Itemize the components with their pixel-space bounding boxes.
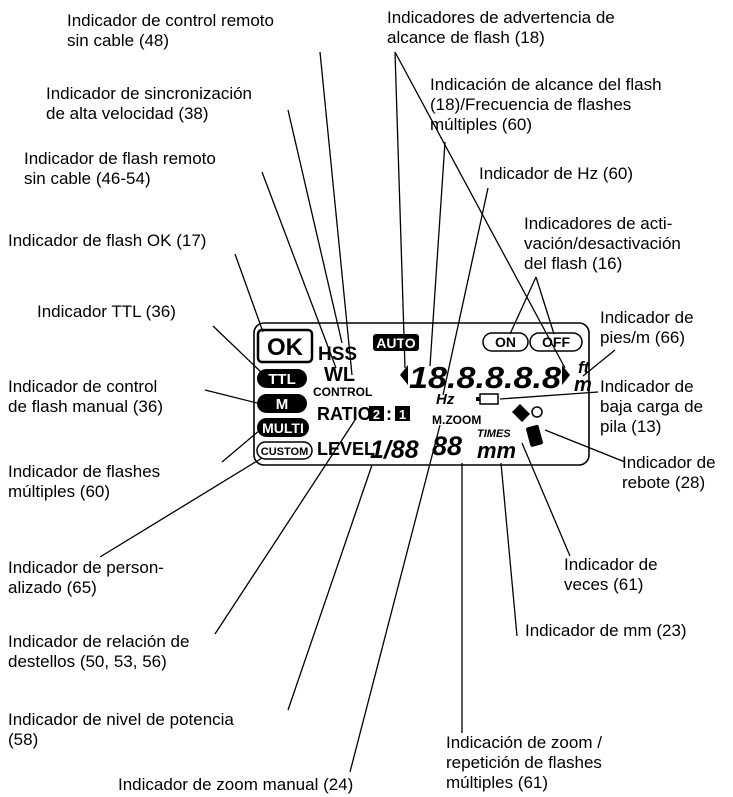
leader-wireless-remote-flash: [261, 171, 337, 369]
label-range-warning: Indicadores de advertencia de alcance de…: [387, 8, 615, 47]
leader-lines: [99, 51, 626, 773]
leader-feet-m: [582, 349, 616, 377]
leader-power-level: [287, 464, 373, 711]
ratio-b-box: [395, 406, 410, 421]
label-zoom-repeat: Indicación de zoom / repetición de flash…: [446, 733, 602, 792]
label-manual-zoom: Indicador de zoom manual (24): [118, 775, 354, 794]
on-pill: [482, 332, 529, 352]
ratio-separator: :: [386, 404, 392, 424]
bounce-circle-icon: [531, 406, 543, 418]
level-value: 1/88: [370, 436, 419, 464]
label-ttl: Indicador TTL (36): [37, 302, 176, 321]
ratio-a-box: [369, 406, 384, 421]
leader-flash-off: [535, 276, 555, 335]
battery-terminal-icon: [476, 397, 480, 401]
label-flash-ok: Indicador de flash OK (17): [8, 231, 207, 250]
leader-wireless-remote-control: [319, 51, 353, 376]
bounce-lower-icon: [526, 424, 543, 447]
leader-ttl: [212, 325, 263, 374]
leader-times: [521, 442, 571, 557]
label-flash-on-off: Indicadores de acti- vación/desactivació…: [524, 214, 681, 273]
off-text: OFF: [542, 334, 570, 350]
ratio-b-text: 1: [399, 407, 406, 422]
leader-flash-on: [509, 276, 537, 335]
custom-text: CUSTOM: [261, 446, 308, 458]
auto-box: [373, 334, 419, 351]
leader-ratio: [214, 419, 356, 635]
range-digits: 18.8.8.8.8: [409, 360, 562, 395]
control-text: CONTROL: [313, 385, 372, 399]
multi-text: MULTI: [262, 420, 304, 436]
leader-hz: [442, 187, 489, 396]
label-ratio: Indicador de relación de destellos (50, …: [8, 632, 190, 671]
label-low-battery: Indicador de baja carga de pila (13): [600, 377, 704, 436]
range-warning-right-arrow: [562, 365, 570, 385]
custom-pill: [256, 441, 313, 460]
leader-flash-range: [429, 141, 446, 367]
leader-multi-flash: [221, 429, 261, 463]
lcd-frame: [253, 322, 590, 466]
label-manual-control: Indicador de control de flash manual (36…: [8, 377, 163, 416]
label-power-level: Indicador de nivel de potencia (58): [8, 710, 234, 749]
battery-icon: [479, 393, 499, 405]
ratio-text: RATIO: [317, 404, 372, 424]
manual-pill: [257, 394, 307, 413]
leader-low-battery: [499, 391, 599, 400]
leader-manual-zoom: [349, 424, 441, 773]
ttl-text: TTL: [268, 371, 296, 388]
leader-range-warning-right: [394, 51, 566, 369]
zoom-digits: 88: [432, 431, 462, 461]
leader-mm: [500, 462, 518, 637]
label-mm: Indicador de mm (23): [525, 621, 687, 640]
flash-ok-box: [256, 328, 314, 364]
leader-high-speed-sync: [287, 109, 343, 344]
hz-text: Hz: [436, 391, 455, 408]
label-times: Indicador de veces (61): [564, 555, 658, 594]
hss-text: HSS: [318, 344, 357, 365]
auto-text: AUTO: [376, 335, 416, 351]
label-feet-m: Indicador de pies/m (66): [600, 308, 694, 347]
mm-text: mm: [477, 438, 516, 463]
manual-text: M: [276, 396, 289, 413]
label-high-speed-sync: Indicador de sincronización de alta velo…: [46, 84, 253, 123]
leader-custom: [99, 457, 263, 558]
leader-manual-control: [204, 389, 258, 404]
label-wireless-remote-flash: Indicador de flash remoto sin cable (46-…: [24, 149, 216, 188]
ttl-pill: [257, 369, 307, 388]
label-wireless-remote-control: Indicador de control remoto sin cable (4…: [67, 11, 274, 50]
range-warning-left-arrow: [400, 365, 408, 385]
times-text: TIMES: [477, 428, 511, 440]
multi-pill: [257, 418, 309, 437]
level-text: LEVEL: [317, 439, 375, 459]
bounce-upper-icon: [512, 404, 530, 422]
mzoom-text: M.ZOOM: [432, 413, 481, 427]
on-text: ON: [495, 334, 516, 350]
label-hz: Indicador de Hz (60): [479, 164, 634, 183]
leader-range-warning-left: [394, 51, 406, 369]
wl-text: WL: [324, 364, 355, 386]
label-multi-flash: Indicador de flashes múltiples (60): [8, 462, 161, 501]
label-bounce: Indicador de rebote (28): [622, 453, 716, 492]
m-unit-text: m: [574, 374, 592, 396]
flash-ok-text: OK: [267, 334, 304, 361]
leader-bounce: [544, 429, 626, 463]
label-custom: Indicador de person- alizado (65): [8, 558, 164, 597]
leader-flash-ok: [234, 253, 264, 333]
ratio-a-text: 2: [373, 407, 380, 422]
label-flash-range-frequency: Indicación de alcance del flash (18)/Fre…: [430, 75, 662, 134]
